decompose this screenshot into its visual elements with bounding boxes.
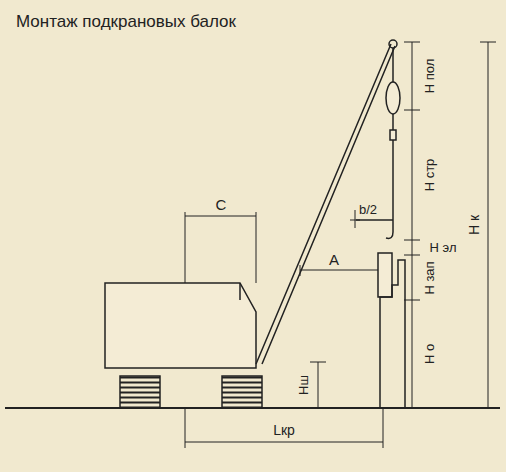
dimension-line	[185, 212, 256, 283]
column	[380, 260, 405, 408]
dimension-label: Н пол	[422, 57, 437, 96]
dimension-line	[480, 42, 496, 408]
boom-pulley	[389, 40, 397, 48]
diagram-title: Монтаж подкрановых балок	[14, 12, 238, 31]
dimension-label: Н стр	[422, 157, 437, 194]
dimension-line	[404, 42, 420, 408]
dimension-label: Н эл	[428, 240, 459, 255]
dimension-label: Н зап	[422, 259, 437, 296]
crawler-track	[120, 376, 160, 408]
sling	[356, 219, 393, 221]
dimension-line	[185, 408, 383, 448]
crawler-track	[222, 376, 262, 408]
dimension-line	[310, 362, 326, 408]
dimension-label: Н о	[422, 342, 437, 366]
crane-boom	[256, 44, 395, 364]
hook-block	[390, 130, 396, 140]
dimension-label: C	[214, 196, 229, 213]
dimension-label: Н к	[466, 213, 482, 237]
dimension-label: b/2	[357, 202, 379, 217]
crane-beam	[378, 253, 392, 297]
pulley-block	[386, 82, 400, 114]
crane-cab	[105, 283, 256, 368]
cab-edge	[239, 283, 241, 300]
hook	[386, 222, 393, 238]
dimension-label: Нш	[296, 373, 311, 397]
dimension-label: A	[327, 251, 341, 268]
dimension-label: Lкр	[271, 422, 297, 438]
